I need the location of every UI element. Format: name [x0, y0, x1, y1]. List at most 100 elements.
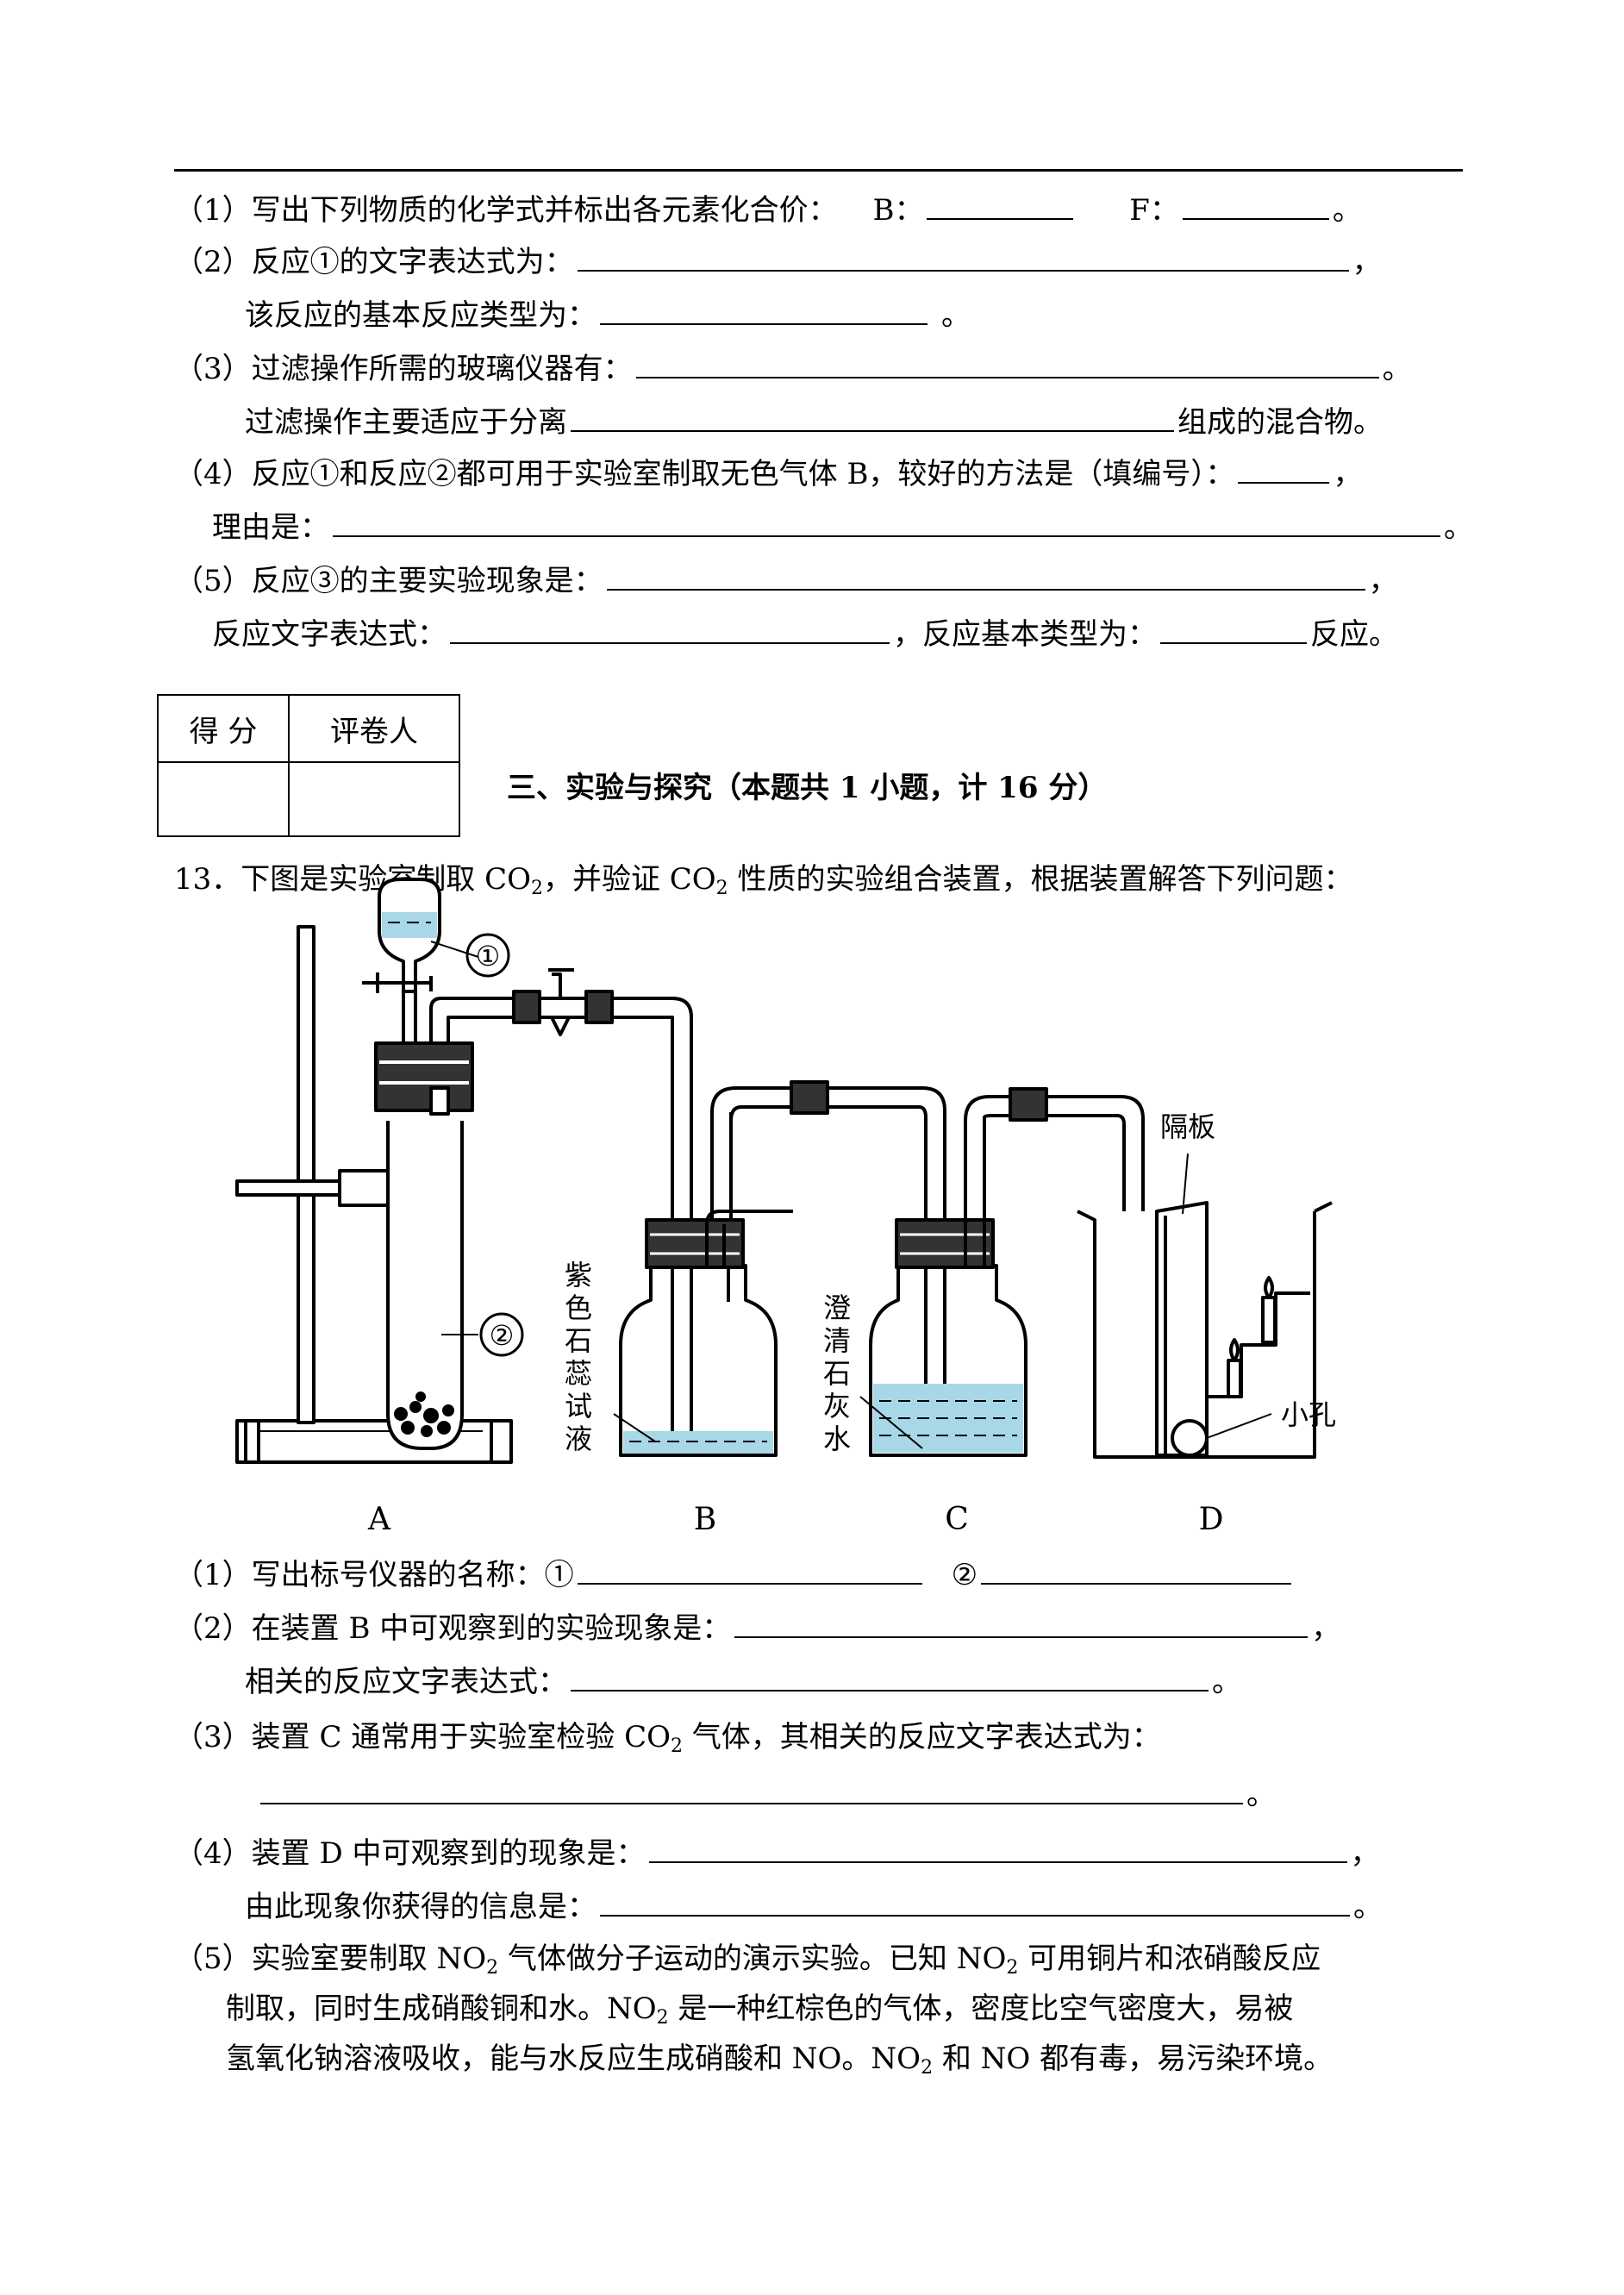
q13-p1-mid: ② — [951, 1558, 978, 1592]
stopper-b — [645, 1218, 745, 1269]
section-3-title: 三、实验与探究（本题共 1 小题，计 16 分） — [507, 771, 1108, 805]
q13-p2-blank[interactable] — [734, 1610, 1309, 1638]
q13-p5-sub2: 2 — [1006, 1957, 1019, 1979]
q13-p3-end: 。 — [1246, 1778, 1276, 1812]
q13-p2-text: （2）在装置 B 中可观察到的实验现象是： — [174, 1611, 732, 1646]
q13-p5-sub1: 2 — [486, 1957, 499, 1979]
q13-p4b-end: 。 — [1353, 1890, 1383, 1924]
q13-intro-sub2: 2 — [715, 878, 728, 899]
q12-p1-b-blank[interactable] — [927, 192, 1074, 220]
q13-p5-c: 可用铜片和浓硝酸反应 — [1018, 1942, 1321, 1976]
apparatus-c-label: C — [945, 1502, 969, 1537]
label-litmus-4: 试 — [565, 1390, 592, 1423]
q13-p3-b: 气体，其相关的反应文字表达式为： — [682, 1720, 1161, 1754]
label-hole: 小孔 — [1281, 1398, 1336, 1431]
q13-p1-blank1[interactable] — [577, 1557, 922, 1585]
q12-p5-end: ， — [1368, 564, 1398, 598]
label-litmus-2: 石 — [565, 1324, 592, 1357]
q12-part3: （3）过滤操作所需的玻璃仪器有：。 — [174, 350, 1412, 388]
q13-p5-line3-b: 和 NO 都有毒，易污染环境。 — [933, 2042, 1334, 2076]
score-table: 得 分 评卷人 — [157, 694, 460, 837]
q12-p1-b-label: B： — [872, 193, 924, 228]
q13-part4b: 由此现象你获得的信息是：。 — [245, 1888, 1383, 1926]
q12-part2: （2）反应①的文字表达式为：， — [174, 243, 1382, 281]
q13-p2b-text: 相关的反应文字表达式： — [245, 1665, 567, 1699]
q13-part3: （3）装置 C 通常用于实验室检验 CO2 气体，其相关的反应文字表达式为： — [174, 1718, 1161, 1766]
q13-p2b-blank[interactable] — [571, 1664, 1209, 1692]
q13-intro-b: ，并验证 CO — [542, 862, 716, 897]
partition — [1155, 1201, 1209, 1457]
clamp-arm — [235, 1179, 351, 1197]
q12-part3b: 过滤操作主要适应于分离组成的混合物。 — [245, 403, 1383, 441]
q13-part5-line2: 制取，同时生成硝酸铜和水。NO2 是一种红棕色的气体，密度比空气密度大，易被 — [226, 1990, 1293, 2037]
q13-p4-text: （4）装置 D 中可观察到的现象是： — [174, 1836, 646, 1871]
stopper-c — [895, 1218, 995, 1269]
apparatus-d-label: D — [1199, 1502, 1224, 1537]
label-partition: 隔板 — [1160, 1110, 1215, 1143]
label-limewater-2: 石 — [823, 1357, 851, 1390]
q13-part5-line3: 氢氧化钠溶液吸收，能与水反应生成硝酸和 NO。NO2 和 NO 都有毒，易污染环… — [226, 2040, 1333, 2087]
q12-p3-blank[interactable] — [635, 351, 1379, 378]
q13-p5-line2-a: 制取，同时生成硝酸铜和水。NO — [226, 1992, 657, 2026]
bottle-b — [619, 1264, 778, 1457]
q12-p2-end: ， — [1352, 245, 1382, 279]
stopper-a — [374, 1041, 474, 1112]
q12-p1-end: 。 — [1332, 193, 1362, 228]
stand-base — [235, 1419, 513, 1464]
q13-intro: 13．下图是实验室制取 CO2，并验证 CO2 性质的实验组合装置，根据装置解答… — [174, 860, 1352, 908]
q13-p5-line3-a: 氢氧化钠溶液吸收，能与水反应生成硝酸和 NO。NO — [226, 2042, 921, 2076]
q13-p1-blank2[interactable] — [981, 1557, 1292, 1585]
q13-p4b-blank[interactable] — [600, 1889, 1350, 1917]
q12-p4-blank[interactable] — [1238, 456, 1330, 484]
score-label: 得 分 — [157, 694, 290, 763]
q13-part3-answer: 。 — [260, 1776, 1276, 1814]
label-2: ② — [490, 1319, 515, 1352]
q13-p3-blank[interactable] — [260, 1777, 1243, 1804]
q13-p2-end: ， — [1311, 1611, 1341, 1646]
q12-p4b-blank[interactable] — [333, 510, 1440, 537]
q12-p5b-blank2[interactable] — [1160, 616, 1307, 644]
q12-p2b-end: 。 — [941, 298, 971, 333]
q12-p5b-text: 反应文字表达式： — [212, 617, 447, 652]
label-litmus-3: 蕊 — [565, 1357, 592, 1390]
q12-p3b-blank[interactable] — [571, 404, 1174, 432]
q12-p2b-blank[interactable] — [600, 297, 928, 325]
label-litmus-1: 色 — [565, 1291, 592, 1324]
score-cell[interactable] — [157, 761, 290, 837]
q12-p5b-mid: ，反应基本类型为： — [893, 617, 1157, 652]
label-limewater-3: 灰 — [823, 1390, 851, 1423]
q13-p3-sub: 2 — [670, 1735, 683, 1757]
q12-p5-blank[interactable] — [606, 563, 1365, 591]
liquids — [382, 912, 1023, 1454]
test-tube-a — [386, 1121, 464, 1450]
header-rule — [174, 169, 1463, 172]
q12-part4b: 理由是： 。 — [212, 509, 1473, 547]
q13-p1-text: （1）写出标号仪器的名称：① — [174, 1558, 574, 1592]
q12-p1-f-blank[interactable] — [1182, 192, 1329, 220]
q13-p5-a: （5）实验室要制取 NO — [174, 1942, 487, 1976]
apparatus-a-label: A — [367, 1502, 391, 1537]
q12-part5b: 反应文字表达式： ，反应基本类型为： 反应。 — [212, 616, 1398, 653]
label-litmus-5: 液 — [565, 1423, 592, 1455]
q12-p4-end: ， — [1333, 457, 1363, 491]
q12-p1-f-label: F： — [1129, 193, 1179, 228]
q12-p5b-blank1[interactable] — [450, 616, 890, 644]
q12-p4b-end: 。 — [1444, 510, 1473, 545]
q13-part1: （1）写出标号仪器的名称：① ② — [174, 1556, 1295, 1594]
label-limewater-0: 澄 — [823, 1291, 851, 1324]
q12-part2b: 该反应的基本反应类型为：。 — [245, 297, 971, 335]
q13-p4-blank[interactable] — [648, 1835, 1347, 1863]
grader-cell[interactable] — [288, 761, 460, 837]
q13-part2b: 相关的反应文字表达式：。 — [245, 1663, 1241, 1701]
q12-p4b-text: 理由是： — [212, 510, 329, 545]
q12-part1: （1）写出下列物质的化学式并标出各元素化合价： B： F：。 — [174, 191, 1362, 229]
q13-p5-line2-b: 是一种红棕色的气体，密度比空气密度大，易被 — [668, 1992, 1294, 2026]
q13-p4-end: ， — [1350, 1836, 1380, 1871]
q12-p5b-end: 反应。 — [1310, 617, 1398, 652]
q12-p5-text: （5）反应③的主要实验现象是： — [174, 564, 603, 598]
q12-p2-blank[interactable] — [577, 244, 1349, 272]
q13-intro-a: 13．下图是实验室制取 CO — [174, 862, 531, 897]
q13-p5-b: 气体做分子运动的演示实验。已知 NO — [498, 1942, 1007, 1976]
label-litmus-0: 紫 — [565, 1259, 592, 1291]
